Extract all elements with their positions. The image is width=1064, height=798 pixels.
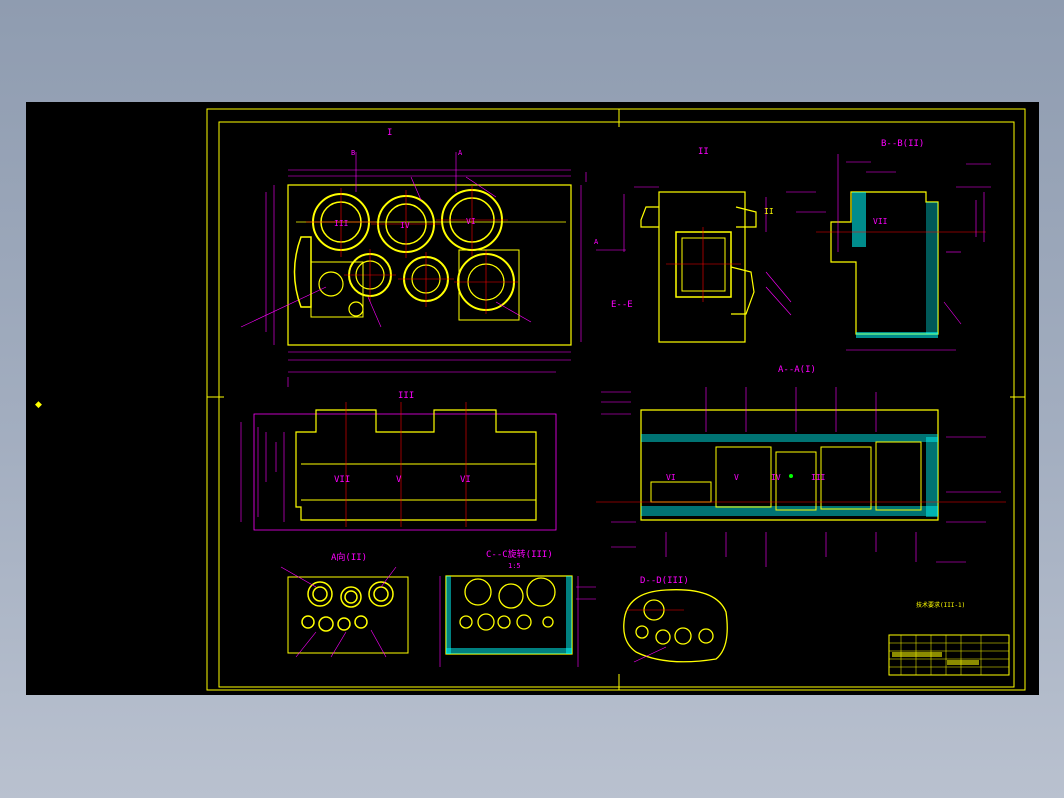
- technical-note: 技术要求(III-1): [916, 601, 965, 609]
- section-c-view[interactable]: C--C旋转(III) 1:5: [439, 548, 596, 667]
- section-b-hatch-left: [852, 192, 866, 247]
- section-a-outline: [640, 409, 939, 521]
- front-gear-bores: [312, 189, 515, 317]
- cad-drawing-canvas[interactable]: ◆ I B A: [26, 102, 1039, 695]
- section-b-hatch-right: [926, 202, 938, 334]
- top-outline: [658, 191, 746, 343]
- sheet-outer-border: [206, 108, 1026, 691]
- front-housing-outline: [287, 184, 572, 346]
- section-c-hatch-bottom: [446, 648, 572, 654]
- view-label-detail-a: A向(II): [331, 551, 367, 563]
- section-a-hatch-bottom: [641, 506, 938, 516]
- front-dimensions: [265, 152, 587, 387]
- section-a-axis-1: VI: [666, 473, 676, 482]
- title-block[interactable]: [888, 634, 1010, 676]
- section-c-dimensions: [439, 576, 596, 667]
- top-right-boss: [735, 206, 757, 228]
- section-d-bores: [635, 599, 714, 645]
- front-gear-label-1: III: [334, 219, 349, 228]
- view-label-front: I: [387, 128, 392, 138]
- side-dimensions: [240, 422, 285, 522]
- side-profile-outer: [253, 413, 557, 531]
- section-a-marker-point: [789, 474, 793, 478]
- section-b-profile: [830, 191, 939, 335]
- front-gear-label-3: VI: [466, 217, 476, 226]
- front-gear-label-2: IV: [400, 221, 410, 230]
- section-b-hatch-bottom: [856, 332, 938, 338]
- ucs-origin-icon: ◆: [35, 400, 42, 410]
- detail-a-bores: [301, 581, 394, 632]
- section-d-leader: [633, 646, 667, 663]
- view-label-section-b: B--B(II): [881, 139, 924, 149]
- section-b-axis-label: VII: [873, 217, 888, 226]
- section-a-hatch-top: [641, 434, 938, 442]
- front-right-plate: [458, 249, 520, 321]
- section-c-scale: 1:5: [508, 562, 521, 570]
- section-c-hatch-right: [566, 576, 572, 654]
- section-d-view[interactable]: D--D(III): [623, 576, 728, 663]
- top-window-inner: [681, 237, 726, 292]
- section-c-outline: [445, 575, 573, 655]
- section-a-hatch-right: [926, 437, 938, 517]
- cad-drawing-viewport[interactable]: ◆ I B A: [26, 102, 1039, 695]
- section-arrow-e: A: [594, 238, 599, 246]
- view-label-section-c: C--C旋转(III): [486, 548, 553, 560]
- sheet-inner-border: [218, 121, 1015, 688]
- side-profile: [295, 409, 537, 521]
- side-view[interactable]: III VII V VI: [240, 391, 557, 531]
- section-b-dimensions: [786, 154, 991, 351]
- view-label-side: III: [398, 391, 414, 401]
- side-axis-label-2: V: [396, 475, 402, 485]
- view-label-section-a: A--A(I): [778, 365, 816, 375]
- top-left-boss: [640, 206, 659, 228]
- section-marker-a: A: [458, 149, 463, 157]
- top-right-flange: [730, 266, 755, 315]
- detail-a-view[interactable]: A向(II): [280, 551, 409, 658]
- front-left-boss: [293, 236, 312, 308]
- title-block-name-cell: [892, 652, 942, 657]
- section-a-dimensions: [601, 387, 1001, 567]
- top-dimensions: [596, 186, 792, 316]
- title-block-number-cell: [947, 660, 979, 665]
- detail-a-outline: [287, 576, 409, 654]
- detail-a-leaders: [280, 566, 397, 658]
- section-a-view[interactable]: A--A(I) VI V IV III: [596, 365, 1006, 567]
- section-a-axis-3: IV: [771, 473, 781, 482]
- front-view[interactable]: I B A: [240, 128, 587, 387]
- section-d-outline: [623, 589, 728, 663]
- section-c-bores: [459, 577, 556, 631]
- section-a-axis-4: III: [811, 473, 826, 482]
- front-centerlines: [306, 185, 518, 314]
- section-marker-b: B: [351, 149, 355, 157]
- top-view-marker: II: [764, 207, 774, 216]
- section-b-view[interactable]: B--B(II) VII: [786, 139, 991, 351]
- view-label-top: II: [698, 147, 709, 157]
- view-label-section-d: D--D(III): [640, 576, 689, 586]
- front-leaders: [240, 176, 532, 328]
- front-port-plate: [310, 261, 364, 318]
- top-view[interactable]: II A E--E II: [594, 147, 792, 343]
- side-axis-label-3: VI: [460, 475, 471, 485]
- section-a-shafts: [650, 441, 922, 511]
- top-window: [675, 231, 732, 298]
- section-a-axis-2: V: [734, 473, 739, 482]
- view-label-section-e: E--E: [611, 300, 633, 310]
- side-axis-label-1: VII: [334, 475, 350, 485]
- section-c-hatch-left: [446, 576, 451, 654]
